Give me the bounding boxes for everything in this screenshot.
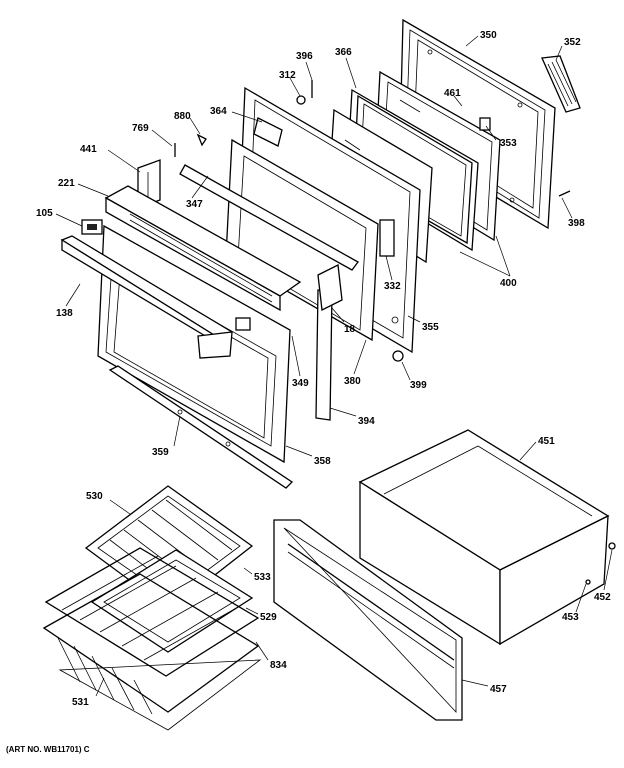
control-module bbox=[81, 219, 103, 235]
door-handle bbox=[60, 235, 234, 359]
label-529: 529 bbox=[260, 612, 277, 623]
label-105: 105 bbox=[36, 208, 53, 219]
drawer-front-panel bbox=[273, 519, 463, 721]
label-461: 461 bbox=[444, 88, 461, 99]
storage-drawer-box bbox=[358, 429, 610, 646]
vent-grille bbox=[541, 55, 581, 113]
label-394: 394 bbox=[358, 416, 375, 427]
label-352: 352 bbox=[564, 37, 581, 48]
label-769: 769 bbox=[132, 123, 149, 134]
label-533: 533 bbox=[254, 572, 271, 583]
label-312: 312 bbox=[279, 70, 296, 81]
broiler-pan bbox=[90, 549, 254, 653]
leader-lines bbox=[55, 35, 613, 697]
label-347: 347 bbox=[186, 199, 203, 210]
label-332: 332 bbox=[384, 281, 401, 292]
label-380: 380 bbox=[344, 376, 361, 387]
label-530: 530 bbox=[86, 491, 103, 502]
art-number: (ART NO. WB11701) C bbox=[6, 745, 90, 754]
label-221: 221 bbox=[58, 178, 75, 189]
side-post bbox=[315, 264, 343, 421]
label-358: 358 bbox=[314, 456, 331, 467]
oven-rack-lower bbox=[42, 573, 262, 731]
label-400: 400 bbox=[500, 278, 517, 289]
door-rail bbox=[179, 164, 359, 271]
label-834: 834 bbox=[270, 660, 287, 671]
label-350: 350 bbox=[480, 30, 497, 41]
part-number-labels: 350 352 396 366 312 461 364 353 880 769 … bbox=[36, 30, 611, 708]
label-398: 398 bbox=[568, 218, 585, 229]
label-441: 441 bbox=[80, 144, 97, 155]
label-880: 880 bbox=[174, 111, 191, 122]
label-364: 364 bbox=[210, 106, 227, 117]
door-latch bbox=[253, 117, 283, 147]
label-457: 457 bbox=[490, 684, 507, 695]
label-349: 349 bbox=[292, 378, 309, 389]
oven-rack-upper bbox=[44, 547, 260, 677]
screws-hardware bbox=[174, 80, 571, 362]
label-138: 138 bbox=[56, 308, 73, 319]
label-453: 453 bbox=[562, 612, 579, 623]
label-18: 18 bbox=[344, 324, 356, 335]
label-355: 355 bbox=[422, 322, 439, 333]
label-399: 399 bbox=[410, 380, 427, 391]
label-396: 396 bbox=[296, 51, 313, 62]
label-451: 451 bbox=[538, 436, 555, 447]
label-531: 531 bbox=[72, 697, 89, 708]
label-353: 353 bbox=[500, 138, 517, 149]
label-452: 452 bbox=[594, 592, 611, 603]
label-359: 359 bbox=[152, 447, 169, 458]
control-panel-trim bbox=[104, 185, 302, 312]
label-366: 366 bbox=[335, 47, 352, 58]
bottom-trim-strip bbox=[108, 365, 294, 489]
drawer-hardware bbox=[585, 542, 616, 585]
